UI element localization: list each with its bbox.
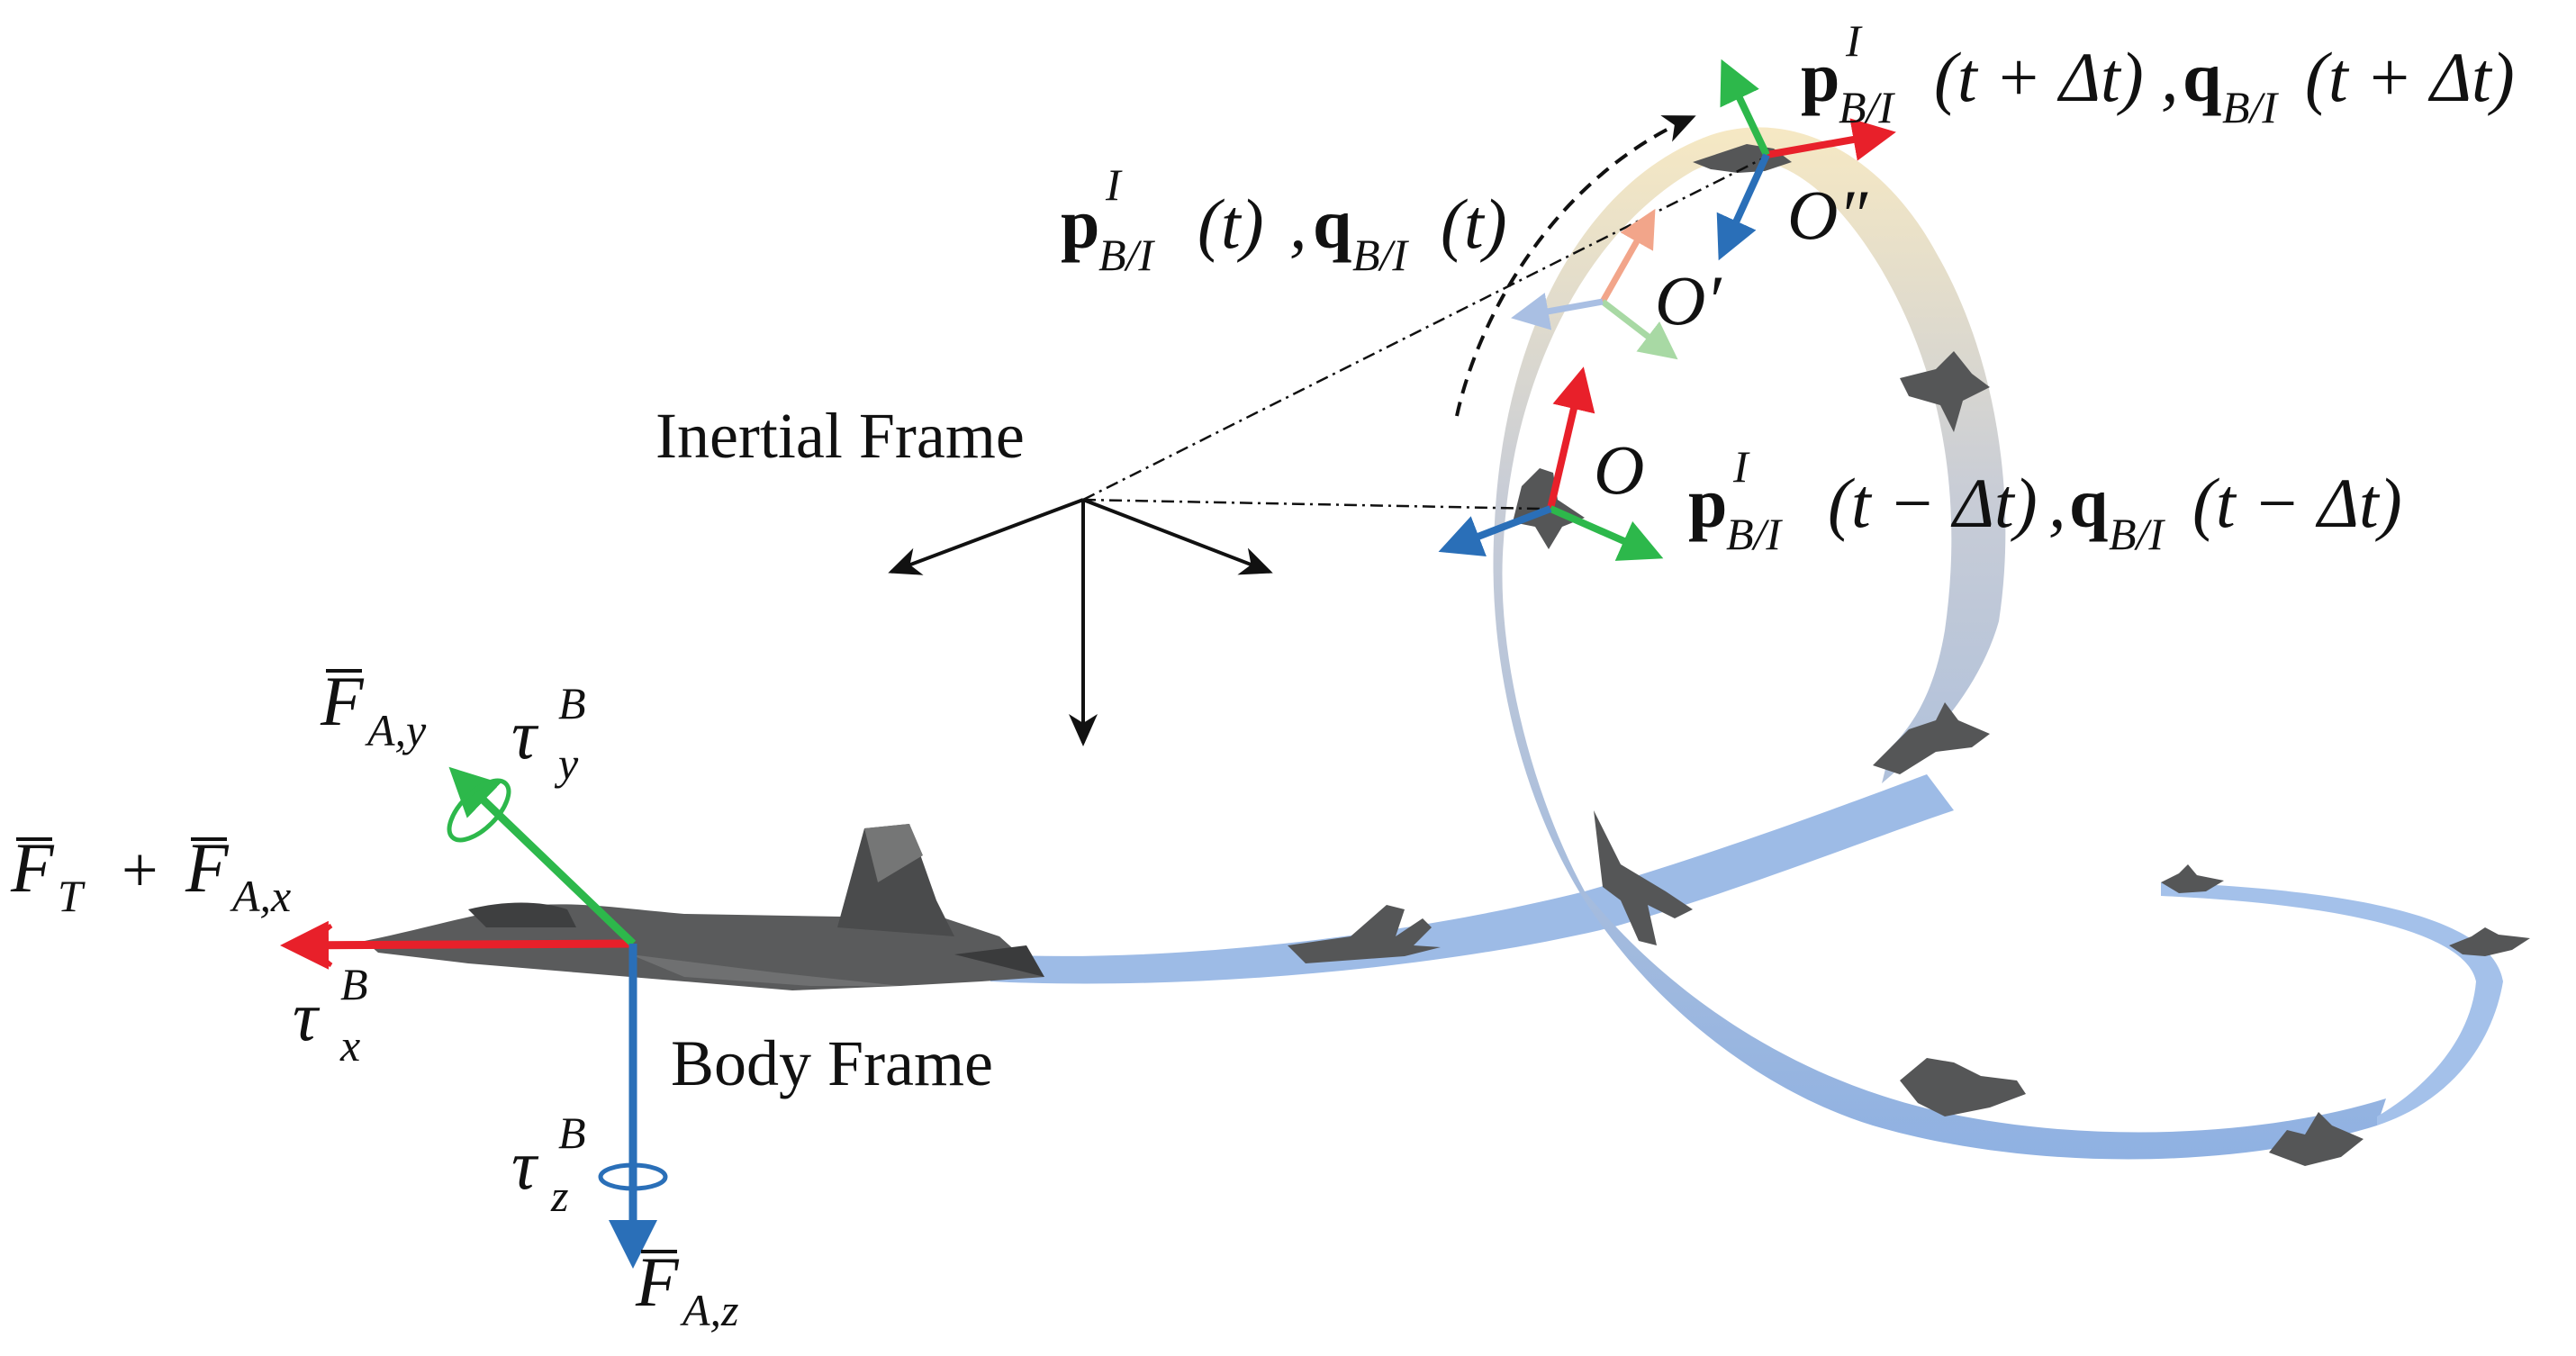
force-ay-label: F A,y <box>320 662 427 755</box>
body-frame-axes <box>280 766 657 1269</box>
torque-z-sup: B <box>558 1107 586 1158</box>
aircraft-icon <box>1594 810 1693 945</box>
state-prev-p-sup: I <box>1732 441 1750 492</box>
force-FAy-sub: A,y <box>365 705 427 755</box>
torque-y-sub: y <box>554 738 579 789</box>
origin-O-label: O <box>1594 430 1644 509</box>
state-next-q: q <box>2183 38 2221 116</box>
frame-O-z-axis <box>1438 505 1552 557</box>
state-next-p-sup: I <box>1845 15 1863 66</box>
state-next-q-sub: B/I <box>2222 82 2279 132</box>
torque-y-sup: B <box>558 678 586 728</box>
frame-O-y-axis <box>1549 505 1664 561</box>
body-frame-label: Body Frame <box>671 1027 993 1099</box>
origin-O-prime-label: O′ <box>1655 261 1722 339</box>
time-evolution-arc <box>1455 115 1696 417</box>
position-vectors <box>1082 151 1775 511</box>
inertial-x-axis <box>888 498 1084 575</box>
inertial-frame-axes <box>888 498 1273 746</box>
state-next-p: p <box>1801 38 1839 116</box>
state-prev-q: q <box>2069 464 2108 542</box>
origin-O-dprime-label: O″ <box>1787 176 1868 254</box>
ribbon-loop <box>1493 127 2386 1160</box>
state-label-previous: p I B/I (t − Δt) , q B/I (t − Δt) <box>1688 441 2402 559</box>
frame-O-prime-z-axis <box>1511 293 1604 330</box>
ribbon-tail-left <box>990 774 1954 984</box>
force-FAx-symbol: F <box>185 828 230 907</box>
torque-x-symbol: τ <box>293 977 321 1055</box>
torque-x-label: τ B x <box>293 959 368 1071</box>
frame-O-dprime <box>1716 59 1896 261</box>
force-FAx-sub: A,x <box>230 871 291 921</box>
state-current-p: p <box>1061 185 1099 263</box>
aircraft-icon <box>2161 864 2224 893</box>
state-prev-arg-2: (t − Δt) <box>2192 464 2402 542</box>
state-prev-q-sub: B/I <box>2109 509 2165 559</box>
frame-O <box>1438 366 1664 561</box>
force-plus: + <box>122 834 158 906</box>
aircraft-icon <box>2449 927 2530 956</box>
state-prev-p-sub: B/I <box>1726 509 1783 559</box>
state-current-p-sub: B/I <box>1098 230 1155 280</box>
frame-O-x-axis <box>1547 366 1595 510</box>
aircraft-icon <box>2269 1112 2364 1166</box>
torque-y-label: τ B y <box>511 678 586 789</box>
inertial-y-axis <box>1082 498 1273 575</box>
frame-O-prime <box>1511 208 1678 360</box>
position-vector-to-O <box>1082 498 1541 511</box>
force-FAz-symbol: F <box>635 1243 680 1321</box>
torque-y-ring <box>447 778 511 843</box>
state-label-current: p I B/I (t) , q B/I (t) <box>1061 159 1507 280</box>
force-FT-symbol: F <box>10 828 55 907</box>
frame-O-prime-y-axis <box>1600 299 1678 360</box>
torque-z-symbol: τ <box>511 1125 539 1204</box>
body-x-axis <box>280 920 634 970</box>
frame-O-dprime-z-axis <box>1716 153 1770 261</box>
state-next-arg-1: (t + Δt) <box>1934 38 2144 116</box>
force-thrust-ax-label: F T + F A,x <box>10 828 291 921</box>
torque-z-sub: z <box>550 1171 568 1221</box>
state-prev-sep: , <box>2048 464 2066 542</box>
torque-y-symbol: τ <box>511 695 539 773</box>
frame-O-prime-x-axis <box>1599 208 1656 303</box>
torque-z-ring <box>598 1162 668 1191</box>
ribbon-tail-right <box>2161 882 2503 1125</box>
state-next-sep: , <box>2161 38 2179 116</box>
state-current-p-sup: I <box>1105 159 1123 210</box>
frame-O-dprime-y-axis <box>1720 59 1770 157</box>
state-current-q: q <box>1313 185 1351 263</box>
force-FAy-symbol: F <box>320 662 365 740</box>
main-aircraft <box>365 824 1044 990</box>
aircraft-icon <box>1288 905 1441 963</box>
torque-x-sup: B <box>340 959 368 1009</box>
state-current-sep: , <box>1289 185 1307 263</box>
trajectory-ribbon <box>990 127 2503 1160</box>
trajectory-aircraft <box>1288 144 2530 1166</box>
force-FT-sub: T <box>58 871 86 921</box>
torque-rings <box>318 778 668 1191</box>
torque-z-label: τ B z <box>511 1107 586 1221</box>
aircraft-icon <box>1900 351 1990 432</box>
torque-x-ring <box>318 923 333 968</box>
state-next-arg-2: (t + Δt) <box>2305 38 2515 116</box>
state-prev-p: p <box>1688 464 1727 542</box>
aircraft-icon <box>1873 702 1990 774</box>
frame-O-dprime-x-axis <box>1766 118 1896 161</box>
state-next-p-sub: B/I <box>1839 82 1895 132</box>
state-current-q-sub: B/I <box>1352 230 1409 280</box>
force-FAz-sub: A,z <box>680 1285 739 1335</box>
inertial-frame-label: Inertial Frame <box>655 400 1025 472</box>
force-az-label: F A,z <box>635 1243 739 1335</box>
state-label-next: p I B/I (t + Δt) , q B/I (t + Δt) <box>1801 15 2515 132</box>
state-prev-arg-1: (t − Δt) <box>1828 464 2038 542</box>
state-current-arg-1: (t) <box>1198 185 1264 263</box>
torque-x-sub: x <box>339 1020 360 1071</box>
body-y-axis <box>448 766 637 947</box>
state-current-arg-2: (t) <box>1441 185 1507 263</box>
aircraft-icon <box>1900 1058 2026 1116</box>
